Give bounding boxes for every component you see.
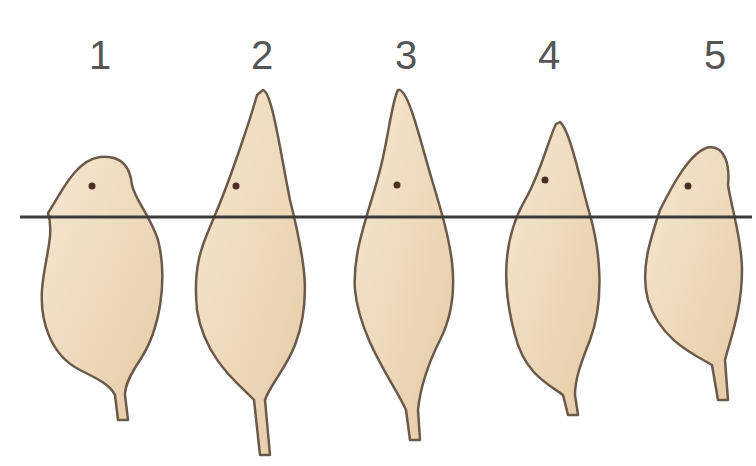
- callout-number: 5: [704, 35, 726, 75]
- callout-number: 2: [251, 35, 273, 75]
- callout-number: 3: [395, 35, 417, 75]
- eye-dot: [685, 183, 692, 190]
- eye-dot: [394, 182, 401, 189]
- callout-number: 1: [89, 35, 111, 75]
- figure-shape: [506, 122, 599, 415]
- eye-dot: [233, 183, 240, 190]
- figure-shape: [645, 147, 742, 400]
- callout-number: 4: [538, 35, 560, 75]
- eye-dot: [542, 177, 549, 184]
- figure-shape: [42, 157, 163, 420]
- figure-shape: [355, 90, 454, 440]
- figure-shape: [196, 90, 305, 455]
- eye-dot: [89, 183, 96, 190]
- reference-line: [20, 216, 752, 219]
